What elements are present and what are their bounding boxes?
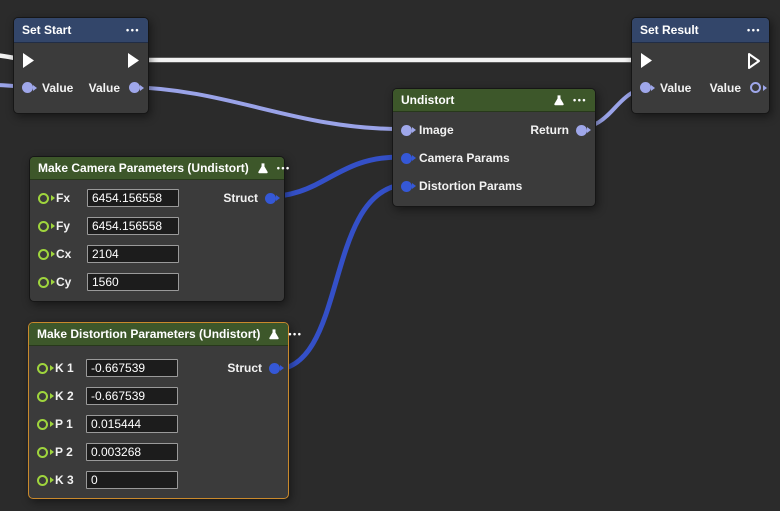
value-out-label: Value [709, 80, 741, 95]
node-header[interactable]: Make Camera Parameters (Undistort) ••• [30, 157, 289, 180]
param-value-input[interactable] [86, 359, 178, 377]
node-header[interactable]: Undistort ••• [393, 89, 595, 112]
value-in-label: Value [42, 80, 74, 95]
image-in-pin[interactable] [401, 124, 412, 136]
value-out-label: Value [88, 80, 120, 95]
struct-label: Struct [227, 361, 262, 375]
param-label: Fy [56, 219, 71, 233]
param-value-input[interactable] [87, 245, 179, 263]
struct-out-pin[interactable] [269, 362, 280, 374]
param-in-pin[interactable] [38, 220, 49, 232]
menu-icon[interactable]: ••• [747, 24, 761, 35]
exec-out-pin[interactable] [127, 52, 140, 69]
param-in-pin[interactable] [37, 446, 48, 458]
param-label: P 1 [55, 417, 73, 431]
param-in-pin[interactable] [38, 276, 49, 288]
menu-icon[interactable]: ••• [126, 24, 140, 35]
param-in-pin[interactable] [38, 192, 49, 204]
node-header[interactable]: Set Result ••• [632, 18, 769, 43]
param-in-pin[interactable] [38, 248, 49, 260]
value-out-pin[interactable] [750, 82, 761, 93]
node-undistort[interactable]: Undistort ••• Image Return Camera Params [392, 88, 596, 207]
param-value-input[interactable] [87, 273, 179, 291]
param-label: P 2 [55, 445, 73, 459]
param-label: Fx [56, 191, 71, 205]
node-title: Set Result [640, 23, 699, 37]
distortion-params-in-pin[interactable] [401, 180, 412, 192]
node-make-distortion-parameters[interactable]: Make Distortion Parameters (Undistort) •… [28, 322, 301, 499]
input-label: Image [419, 123, 454, 137]
param-label: Cy [56, 275, 72, 289]
return-label: Return [530, 123, 569, 137]
flask-icon [257, 162, 269, 175]
return-out-pin[interactable] [576, 124, 587, 136]
param-label: K 1 [55, 361, 74, 375]
struct-out-pin[interactable] [265, 192, 276, 204]
menu-icon[interactable]: ••• [288, 328, 303, 339]
exec-in-pin[interactable] [22, 52, 35, 69]
param-value-input[interactable] [86, 415, 178, 433]
wire-distortion-struct-to-undistort [267, 182, 403, 373]
param-in-pin[interactable] [37, 474, 48, 486]
node-title: Undistort [401, 93, 455, 107]
node-title: Make Distortion Parameters (Undistort) [37, 327, 261, 341]
node-header[interactable]: Set Start ••• [14, 18, 148, 43]
input-label: Distortion Params [419, 179, 523, 193]
param-in-pin[interactable] [37, 418, 48, 430]
param-label: Cx [56, 247, 72, 261]
node-header[interactable]: Make Distortion Parameters (Undistort) •… [29, 323, 301, 346]
node-set-start[interactable]: Set Start ••• Value Value [13, 17, 149, 114]
param-label: K 2 [55, 389, 74, 403]
menu-icon[interactable]: ••• [573, 94, 587, 105]
param-value-input[interactable] [86, 471, 178, 489]
node-make-camera-parameters[interactable]: Make Camera Parameters (Undistort) ••• F… [29, 156, 289, 302]
param-in-pin[interactable] [37, 362, 48, 374]
flask-icon [268, 328, 280, 341]
node-title: Set Start [22, 23, 72, 37]
value-in-label: Value [660, 80, 692, 95]
param-label: K 3 [55, 473, 74, 487]
param-value-input[interactable] [87, 217, 179, 235]
param-in-pin[interactable] [37, 390, 48, 402]
node-set-result[interactable]: Set Result ••• Value Value [631, 17, 770, 114]
camera-params-in-pin[interactable] [401, 152, 412, 164]
node-title: Make Camera Parameters (Undistort) [38, 161, 249, 175]
wire-value-start-to-undistort-image [126, 85, 402, 131]
value-in-pin[interactable] [22, 82, 33, 93]
exec-in-pin[interactable] [640, 52, 653, 69]
value-in-pin[interactable] [640, 82, 651, 93]
struct-label: Struct [223, 191, 258, 205]
flask-icon [553, 94, 565, 107]
input-label: Camera Params [419, 151, 510, 165]
menu-icon[interactable]: ••• [276, 162, 291, 173]
param-value-input[interactable] [87, 189, 179, 207]
param-value-input[interactable] [86, 387, 178, 405]
value-out-pin[interactable] [129, 82, 140, 93]
param-value-input[interactable] [86, 443, 178, 461]
exec-out-pin[interactable] [747, 52, 761, 70]
